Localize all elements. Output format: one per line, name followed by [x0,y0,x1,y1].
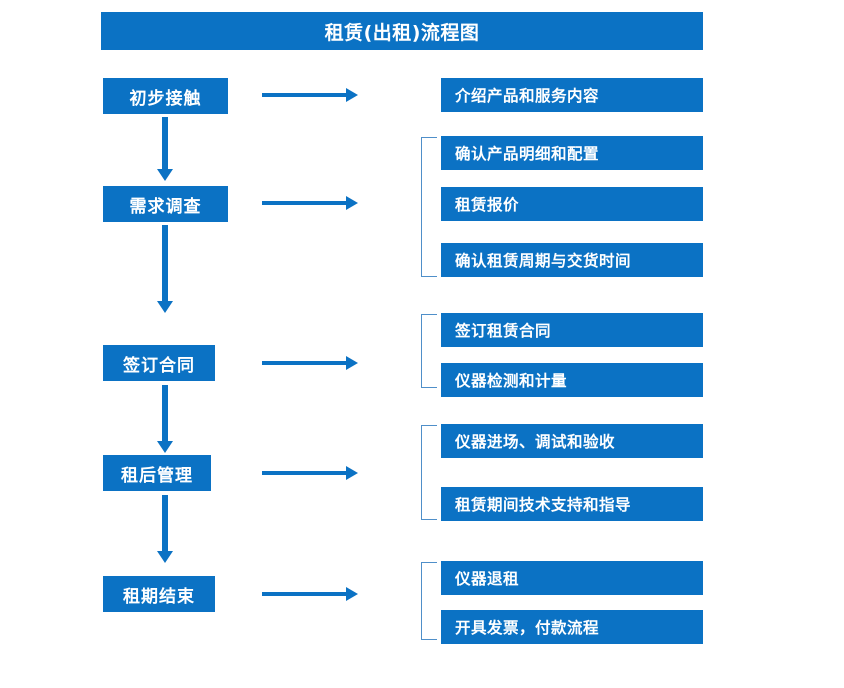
bracket-icon-2 [421,137,437,277]
stage-box-4[interactable]: 租后管理 [103,455,211,491]
detail-box-5-2[interactable]: 开具发票，付款流程 [441,610,703,644]
arrow-down-icon-3 [157,385,173,453]
arrow-right-icon-1 [262,88,358,102]
detail-box-3-2[interactable]: 仪器检测和计量 [441,363,703,397]
arrow-right-icon-5 [262,587,358,601]
arrow-right-icon-4 [262,466,358,480]
detail-box-1-1[interactable]: 介绍产品和服务内容 [441,78,703,112]
arrow-down-icon-2 [157,225,173,313]
bracket-icon-5 [421,562,437,640]
arrow-down-icon-4 [157,495,173,563]
bracket-icon-4 [421,425,437,520]
detail-box-2-2[interactable]: 租赁报价 [441,187,703,221]
arrow-right-icon-3 [262,356,358,370]
detail-box-5-1[interactable]: 仪器退租 [441,561,703,595]
detail-box-2-3[interactable]: 确认租赁周期与交货时间 [441,243,703,277]
page-title: 租赁(出租)流程图 [101,12,703,50]
stage-box-5[interactable]: 租期结束 [103,576,215,612]
detail-box-4-2[interactable]: 租赁期间技术支持和指导 [441,487,703,521]
stage-box-1[interactable]: 初步接触 [103,78,228,114]
stage-box-3[interactable]: 签订合同 [103,345,215,381]
stage-box-2[interactable]: 需求调查 [103,186,228,222]
bracket-icon-3 [421,314,437,388]
detail-box-3-1[interactable]: 签订租赁合同 [441,313,703,347]
detail-box-4-1[interactable]: 仪器进场、调试和验收 [441,424,703,458]
arrow-right-icon-2 [262,196,358,210]
arrow-down-icon-1 [157,117,173,181]
detail-box-2-1[interactable]: 确认产品明细和配置 [441,136,703,170]
